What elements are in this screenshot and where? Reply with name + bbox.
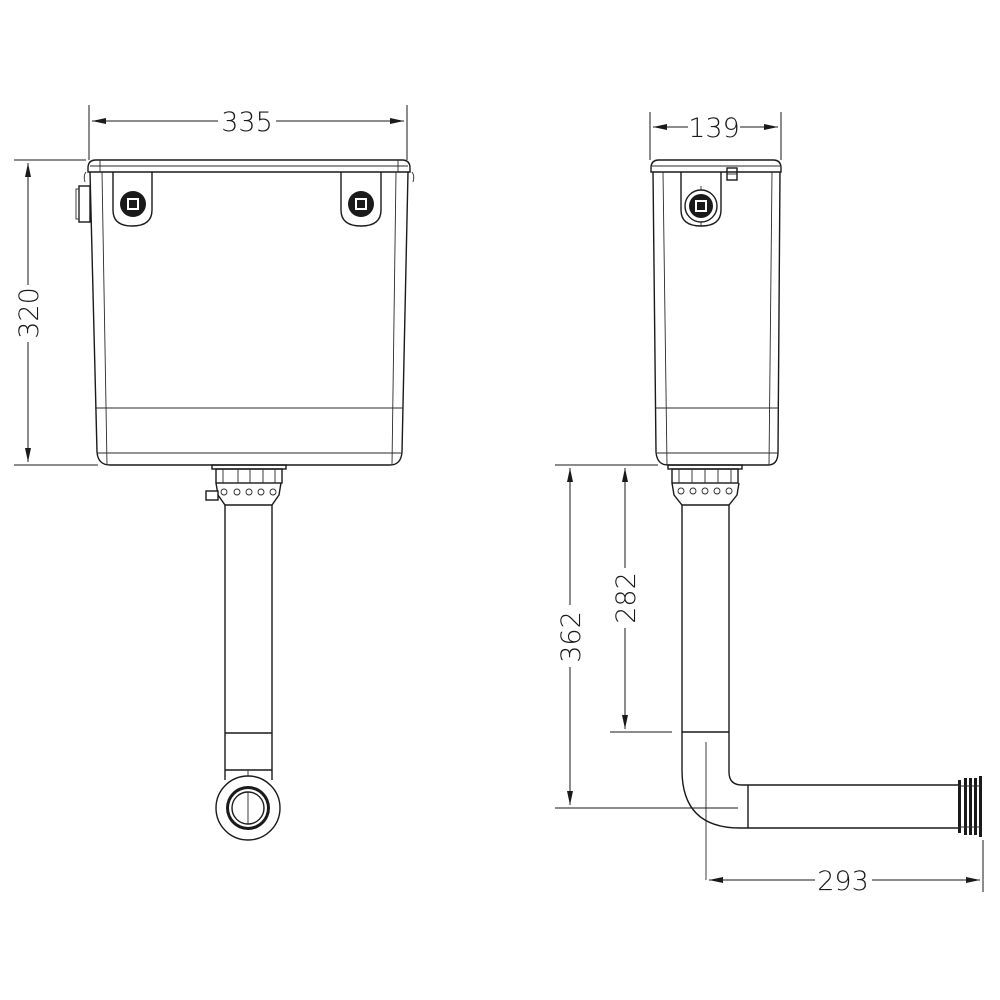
dimension-label-335: 335 [221, 107, 273, 138]
dimension-label-362: 362 [556, 611, 587, 663]
dimension-drop-362: 362 [555, 464, 738, 809]
dimension-label-293: 293 [817, 866, 869, 897]
mounting-lug-left [112, 172, 153, 227]
mounting-lug-side [680, 172, 722, 227]
dimension-width-335: 335 [88, 105, 408, 160]
dimension-label-282: 282 [611, 572, 642, 624]
flush-pipe-side [680, 505, 982, 880]
cistern-front [75, 159, 415, 466]
front-view: 335 320 [14, 105, 415, 841]
dimension-horizontal-293: 293 [709, 840, 984, 897]
flush-pipe-front [215, 505, 281, 841]
mounting-lug-right [340, 172, 382, 227]
dimension-depth-139: 139 [649, 112, 782, 160]
outlet-coupling-side [667, 464, 743, 506]
cistern-side [650, 159, 782, 466]
dimension-height-320: 320 [14, 159, 98, 466]
side-view: 139 [555, 112, 984, 897]
dimension-label-320: 320 [14, 287, 45, 339]
outlet-coupling-front [205, 464, 287, 506]
dimension-drop-282: 282 [610, 468, 672, 733]
dimension-label-139: 139 [688, 113, 740, 144]
pan-connector [958, 776, 982, 837]
